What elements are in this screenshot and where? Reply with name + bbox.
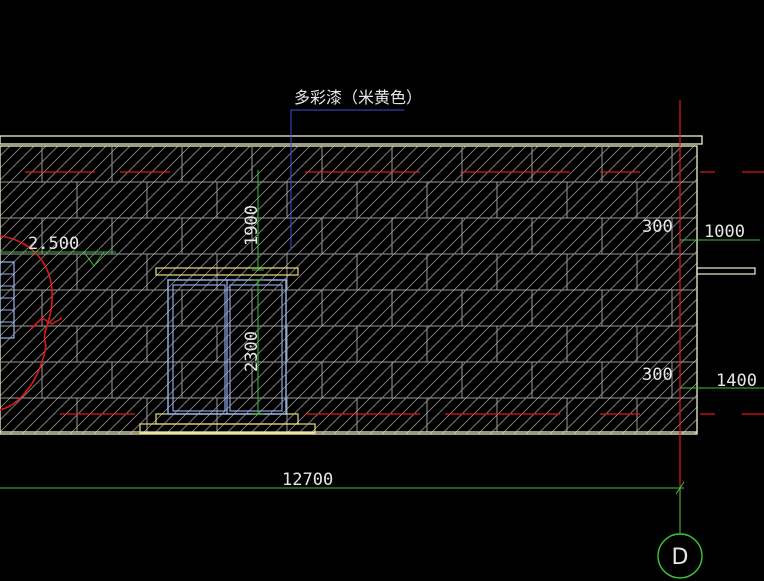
brick-coursing: [0, 146, 697, 432]
double-door: [167, 279, 287, 415]
vertical-dimension-lines: [252, 170, 264, 415]
level-2500: 2.500: [28, 234, 79, 254]
dim-2300: 2300: [242, 331, 262, 372]
parapet-coping: [0, 135, 703, 145]
dim-12700: 12700: [282, 470, 333, 490]
dim-300-upper: 300: [642, 217, 673, 237]
dim-1400: 1400: [716, 371, 757, 391]
left-curve-outline: [0, 235, 63, 411]
door-lintel: [155, 267, 299, 276]
dim-1900: 1900: [242, 205, 262, 246]
level-marker: [0, 251, 116, 267]
overall-dimension-line: [0, 481, 685, 495]
left-vent-window: [0, 261, 15, 339]
canopy-1000: [696, 267, 756, 275]
material-note: 多彩漆（米黄色）: [294, 88, 422, 107]
axis-label-d: D: [672, 545, 689, 570]
wall-body: [0, 145, 698, 435]
material-note-leader: [290, 109, 404, 250]
axis-bubble-icon: [657, 533, 703, 579]
door-sill-lower: [139, 423, 316, 434]
right-dimension-lines: [680, 239, 764, 389]
dim-300-lower: 300: [642, 365, 673, 385]
dim-1000: 1000: [704, 222, 745, 242]
axis-dash-lines: [25, 171, 764, 415]
